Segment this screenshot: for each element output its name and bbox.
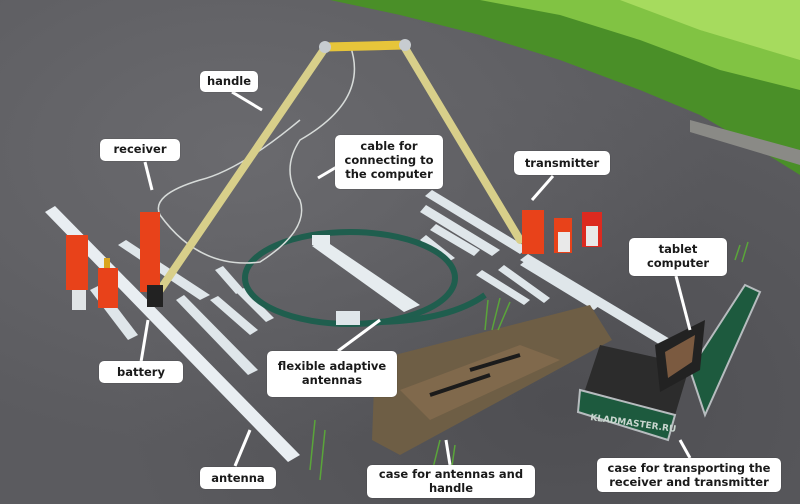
transmitter-units bbox=[522, 210, 602, 254]
label-receiver: receiver bbox=[100, 139, 180, 161]
label-handle: handle bbox=[200, 71, 258, 92]
grass-tufts bbox=[309, 241, 749, 481]
label-transmitter: transmitter bbox=[514, 151, 610, 175]
cable bbox=[157, 44, 356, 264]
label-flexible-antennas: flexible adaptive antennas bbox=[267, 351, 397, 397]
battery-block bbox=[147, 285, 163, 307]
curb bbox=[690, 120, 800, 165]
label-battery: battery bbox=[99, 361, 183, 383]
flexible-antenna-hoop bbox=[242, 229, 458, 327]
handle-crossbar bbox=[320, 40, 410, 52]
label-tablet-computer: tablet computer bbox=[629, 238, 727, 276]
receiver-units bbox=[66, 212, 163, 310]
transport-case: KLADMASTER.RU bbox=[576, 283, 762, 442]
handle-pole-left bbox=[156, 44, 329, 294]
label-case-antennas: case for antennas and handle bbox=[367, 465, 535, 498]
label-cable: cable for connecting to the computer bbox=[335, 135, 443, 189]
label-case-transport: case for transporting the receiver and t… bbox=[597, 458, 781, 492]
label-antenna: antenna bbox=[200, 467, 276, 489]
antenna-segments bbox=[90, 190, 680, 375]
handle-pole-right bbox=[401, 44, 524, 244]
